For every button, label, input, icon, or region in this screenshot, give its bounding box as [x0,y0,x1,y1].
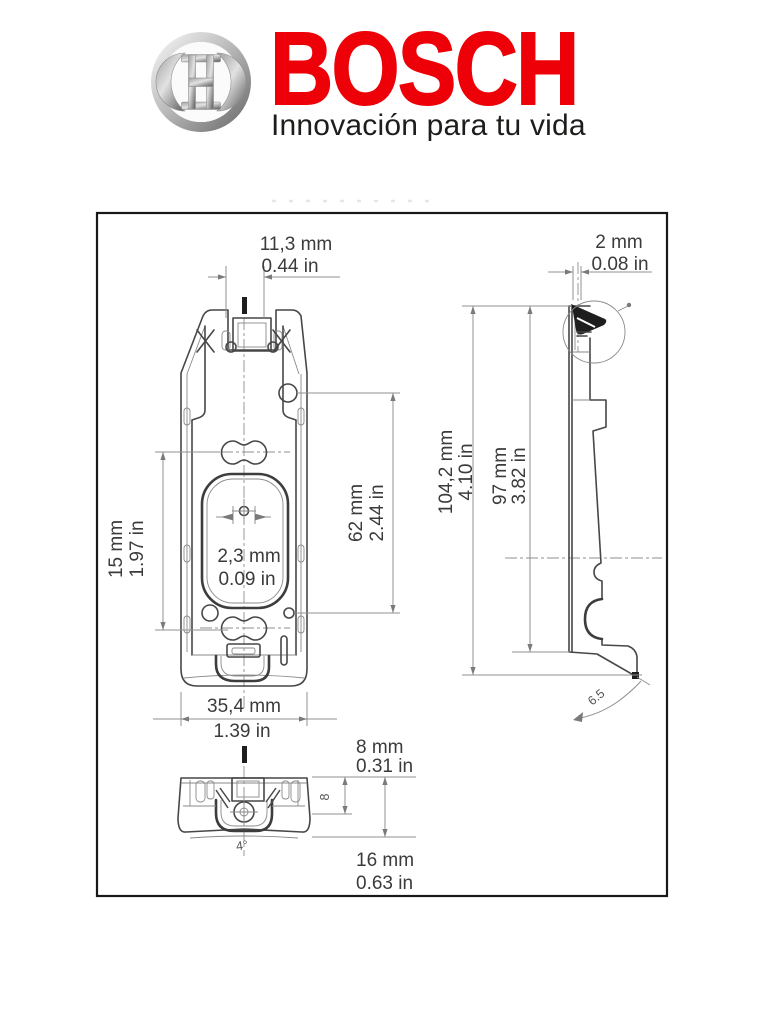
bosch-logo [150,30,252,134]
dim-front-top-width-in: 0.44 in [261,256,318,277]
dim-bottom-angle-value: 4° [235,838,249,854]
dim-bottom-depth-total: 16 mm 0.63 in [312,777,416,894]
dim-front-slot-width-in: 0.09 in [218,569,275,590]
dim-front-top-width-mm: 11,3 mm [260,234,333,255]
dim-side-body-height-in: 3.82 in [509,447,530,504]
dim-front-body-width: 35,4 mm 1.39 in [153,692,337,742]
spring-cross-left [196,329,215,353]
dim-side-total-height-mm: 104,2 mm [436,430,457,514]
dim-bottom-depth-rotated: 8 [318,793,332,800]
dim-bottom-depth-total-in: 0.63 in [356,873,413,894]
dim-front-hole-spacing-mm: 62 mm [346,484,367,542]
bottom-view: 4° 8 8 mm 0.31 in 16 mm 0.63 in [177,737,416,894]
drawing-border [95,211,669,898]
bosch-armature-icon [151,32,251,132]
dim-front-body-width-in: 1.39 in [213,721,270,742]
dim-front-slot-spacing-mm: 15 mm [106,520,127,578]
dim-side-angle-value: 6.5 [585,686,607,708]
front-body-outline [180,309,308,687]
dim-bottom-depth-top-mm: 8 mm [356,737,404,758]
bottom-u-channel [214,798,274,833]
side-profile-wall [568,305,573,653]
side-view: 2 mm 0.08 in 104,2 mm 4.10 in 97 mm 3.82… [436,232,662,722]
bottom-channel [231,777,265,802]
dim-side-hook-in: 0.08 in [591,254,648,275]
dim-front-hole-spacing: 62 mm 2.44 in [295,392,400,614]
dim-bottom-depth-total-mm: 16 mm [356,850,414,871]
dim-bottom-depth-top: 8 8 mm 0.31 in [312,737,416,815]
front-view: 11,3 mm 0.44 in 15 mm 1.97 in 2,3 mm 0.0… [106,234,400,763]
dim-side-body-height: 97 mm 3.82 in [490,306,570,653]
dim-side-hook-mm: 2 mm [595,232,643,253]
detail-callout-circle [562,300,626,364]
din-hook [571,304,607,335]
brand-wordmark: BOSCH [269,11,580,126]
side-indent [583,597,604,641]
central-opening [200,472,290,610]
dim-front-slot-spacing: 15 mm 1.97 in [106,451,228,631]
dim-front-slot-spacing-in: 1.97 in [127,520,148,577]
bottom-tab [226,643,261,658]
dim-front-top-width: 11,3 mm 0.44 in [208,234,340,318]
side-profile-edge [589,337,638,678]
dim-front-slot-width: 2,3 mm 0.09 in [216,506,281,590]
dim-side-total-height-in: 4.10 in [456,443,477,500]
bottom-body-outline [177,777,311,833]
dim-front-body-width-mm: 35,4 mm [207,696,281,717]
section-mark-bottom [242,746,247,763]
side-profile-base [568,651,638,678]
dim-side-angle: 6.5 [573,676,651,722]
brand-tagline: Innovación para tu vida [271,109,586,142]
d-cutout [214,654,271,683]
dim-side-total-height: 104,2 mm 4.10 in [436,305,642,676]
spring-cross-right [272,329,291,353]
slot-bottom [220,616,268,641]
dim-side-hook: 2 mm 0.08 in [548,232,652,300]
slot-top [220,440,268,465]
mounting-hole [278,383,298,403]
section-mark-top [242,297,247,314]
dim-front-hole-spacing-in: 2.44 in [367,484,388,541]
din-carriage [232,317,272,352]
dim-side-body-height-mm: 97 mm [490,447,511,505]
dim-front-slot-width-mm: 2,3 mm [217,546,280,567]
dim-bottom-depth-top-in: 0.31 in [356,756,413,777]
